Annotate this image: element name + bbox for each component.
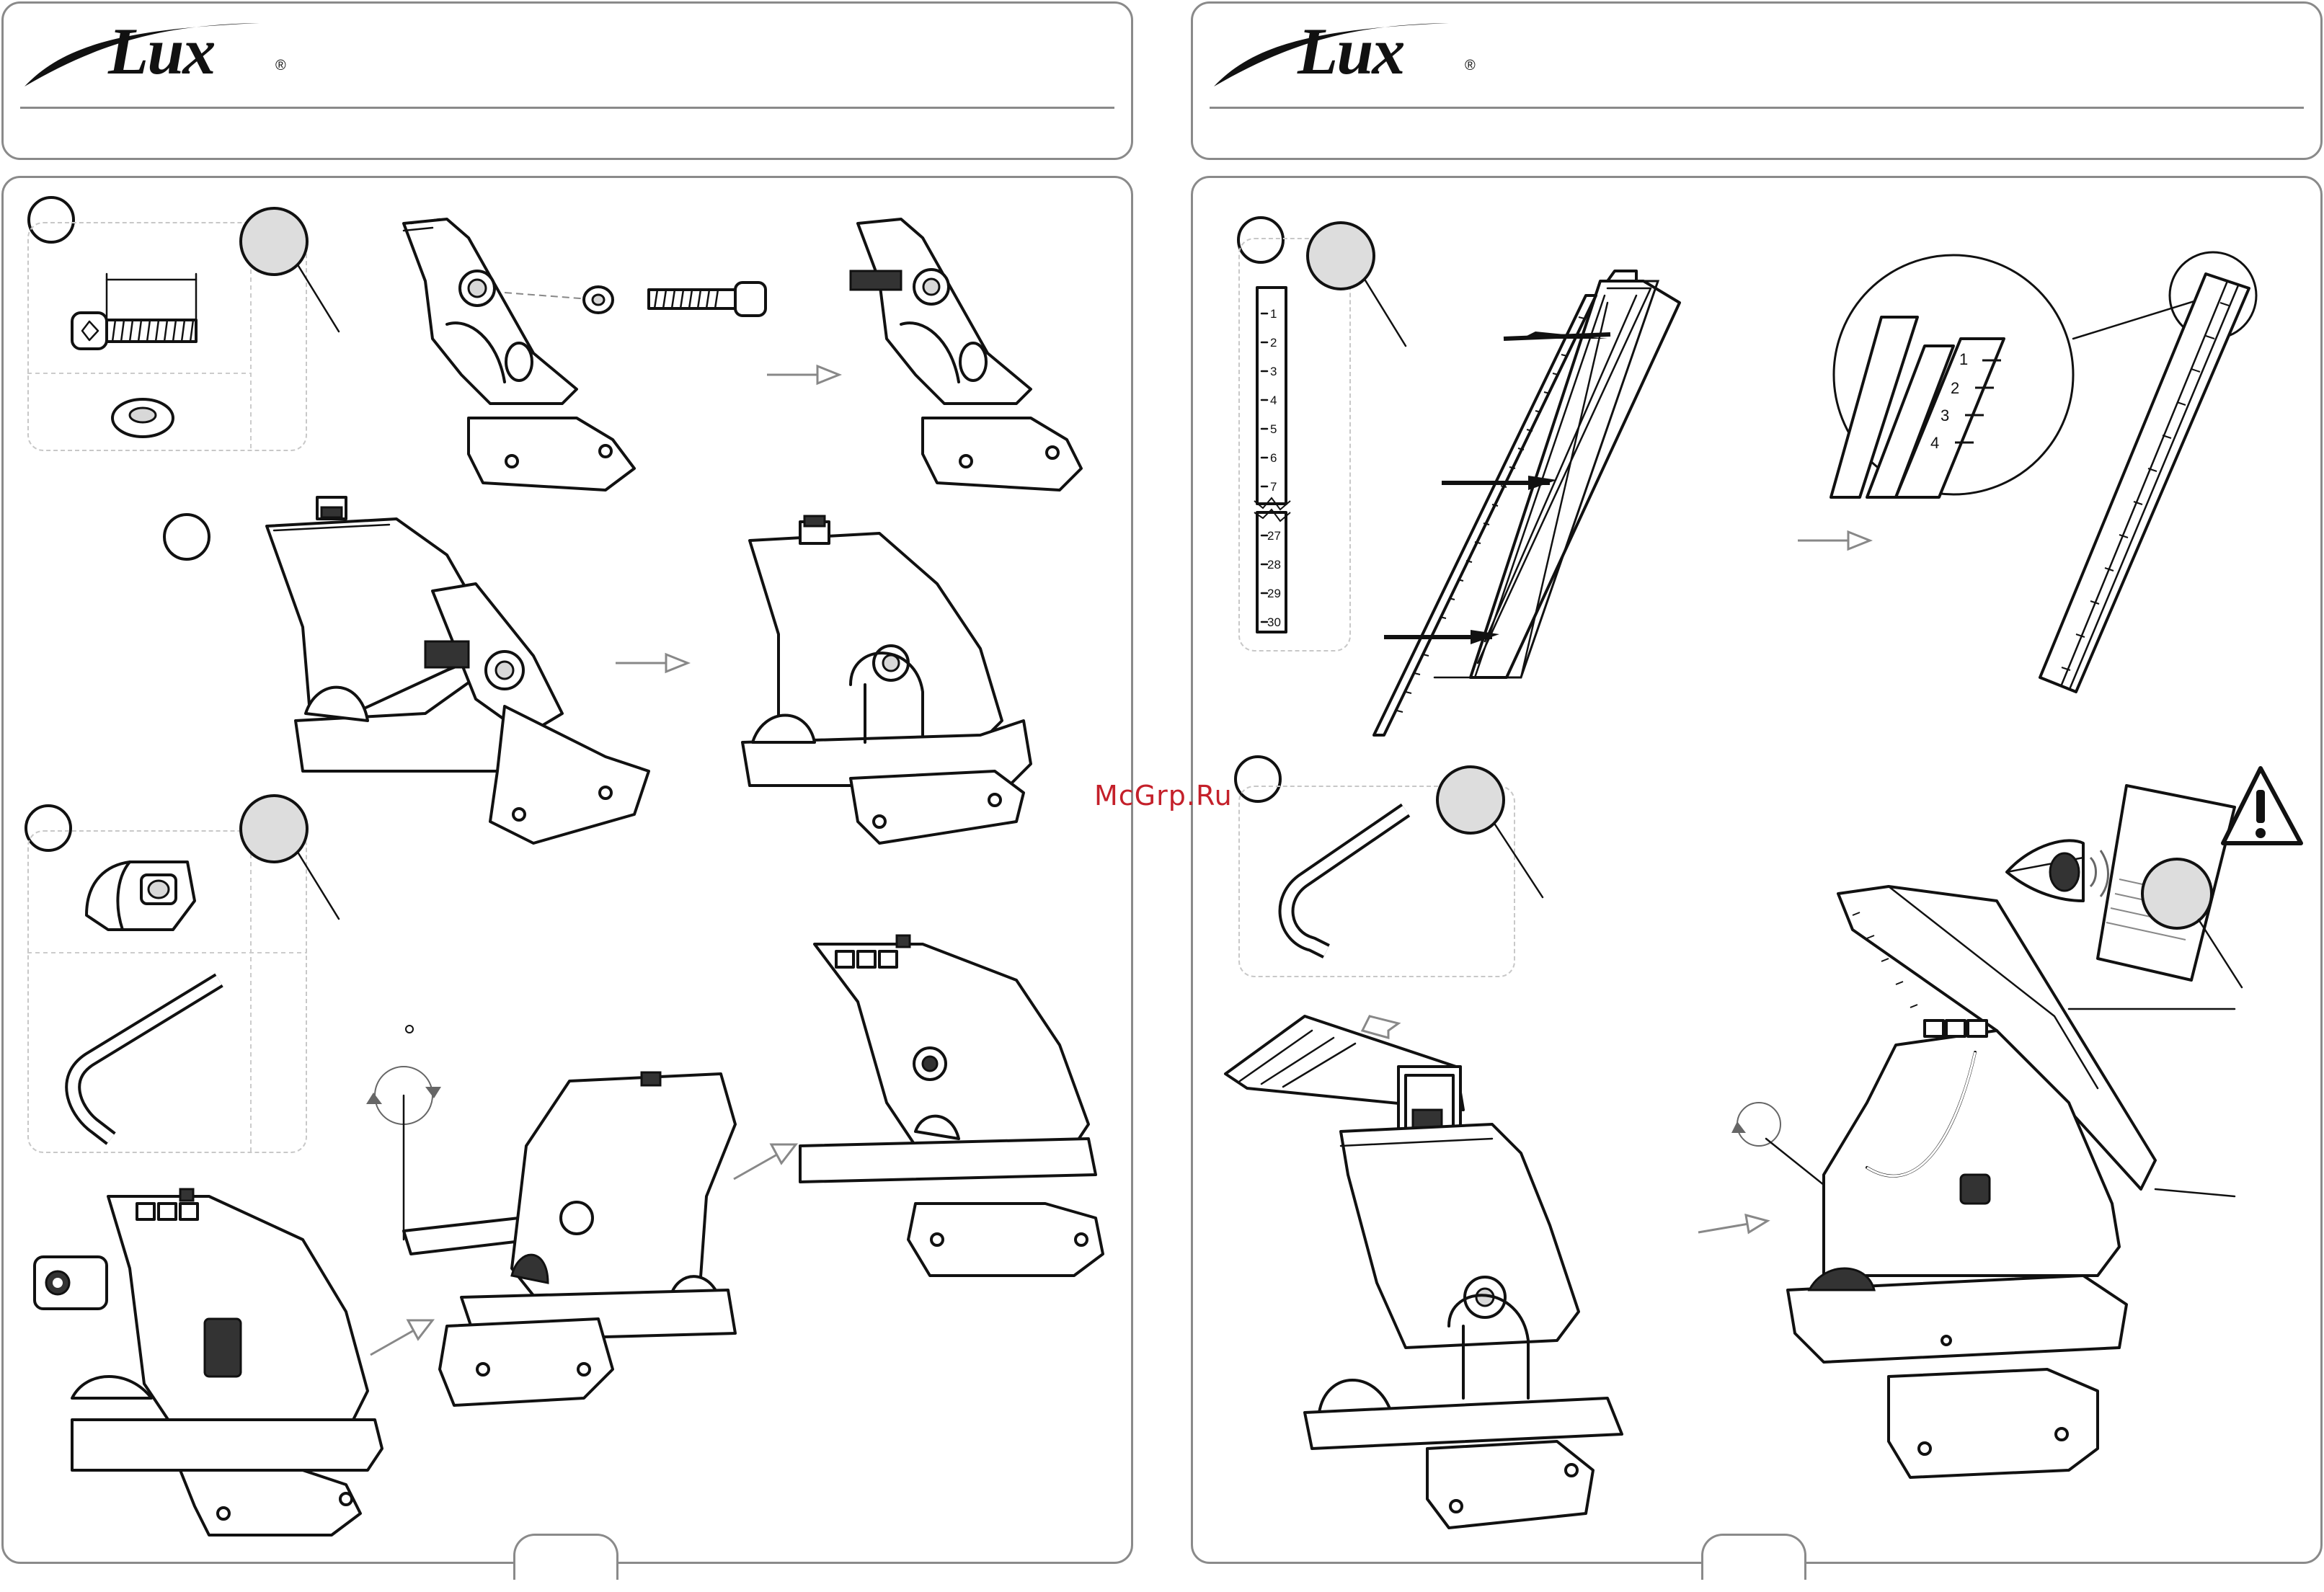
right-logo-text: Lux: [1298, 13, 1403, 89]
ruler-label: 1: [1270, 307, 1277, 321]
step-1-arrow: [764, 360, 843, 389]
ruler-label: 2: [1270, 336, 1277, 350]
hex-key-icon: [1254, 800, 1420, 966]
ruler-label: 6: [1270, 451, 1277, 465]
warning-icon: [2220, 764, 2307, 850]
ruler-label: 28: [1267, 558, 1281, 572]
zoom-label: 3: [1941, 406, 1949, 424]
zoom-label: 2: [1951, 379, 1959, 397]
foot-with-hex-key: [396, 1067, 742, 1413]
magnifier-icon: [238, 205, 353, 335]
left-header-rule: [20, 107, 1114, 109]
step-4-arrow: [1795, 526, 1874, 555]
ruler-label: 30: [1267, 615, 1281, 629]
magnifier-icon: [238, 793, 353, 922]
bracket-exploded: [389, 209, 793, 504]
magnifier-icon: [1434, 764, 1550, 901]
ruler-label: 29: [1267, 587, 1281, 600]
ruler-label: 5: [1270, 422, 1277, 436]
ruler-label: 4: [1270, 393, 1277, 407]
foot-side-view-with-nut: [29, 1182, 375, 1528]
ruler-applied-to-bar: [1348, 274, 1795, 742]
bracket-assembled: [843, 209, 1088, 504]
foot-final-view: [800, 930, 1103, 1283]
step-5-arrow: [1695, 1211, 1775, 1240]
washer-icon: [108, 389, 187, 440]
left-logo-registered: ®: [275, 58, 286, 74]
right-header-rule: [1210, 107, 2304, 109]
ruler-label: 27: [1267, 529, 1281, 543]
bolt-icon: [65, 267, 223, 353]
watermark-text: McGrp.Ru: [1094, 780, 1233, 811]
foot-under-bar: [1218, 1009, 1723, 1557]
hex-key-icon: [46, 973, 234, 1146]
step-3-arrow-b: [729, 1136, 802, 1186]
right-logo-registered: ®: [1465, 58, 1476, 74]
step-2-arrow: [613, 649, 692, 677]
ruler-labels: 1 2 3 4 5 6 7 27 28 29 30: [1254, 285, 1312, 638]
ruler-label: 3: [1270, 365, 1277, 378]
t-nut-icon: [79, 850, 202, 937]
zoom-label: 4: [1930, 434, 1939, 452]
zoom-label: 1: [1959, 350, 1968, 368]
left-page-number-tab: [513, 1534, 618, 1580]
foot-with-bracket-installed: [735, 504, 1045, 850]
bar-with-ruler-result: [1990, 245, 2263, 706]
left-logo-text: Lux: [108, 13, 214, 89]
step-marker-2: [163, 513, 210, 561]
ruler-label: 7: [1270, 480, 1277, 494]
